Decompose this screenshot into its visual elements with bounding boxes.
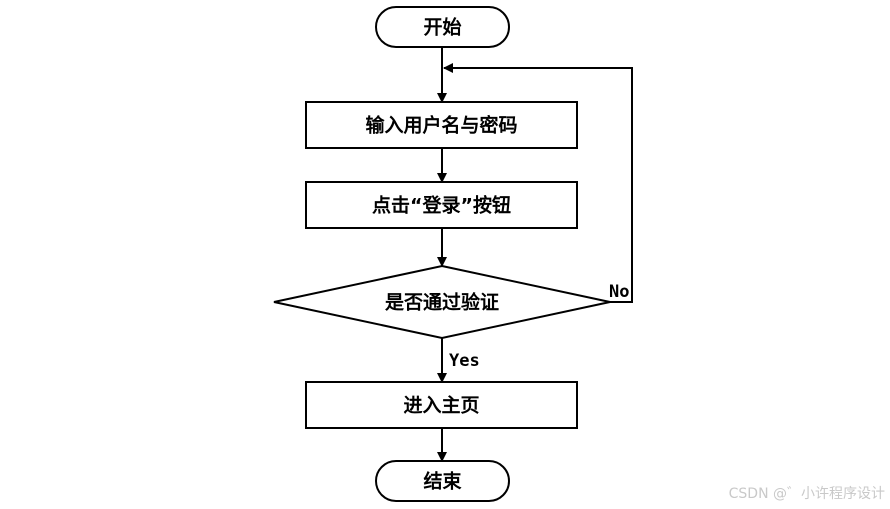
click-login-label: 点击“登录”按钮 [372, 194, 511, 217]
yes-edge-label: Yes [449, 351, 480, 371]
csdn-watermark: CSDN @゛小许程序设计 [728, 486, 885, 502]
end-label: 结束 [423, 470, 462, 493]
click-login-node: 点击“登录”按钮 [305, 181, 578, 229]
arrow-no-loop [443, 63, 633, 303]
no-edge-label: No [609, 282, 629, 302]
enter-home-node: 进入主页 [305, 381, 578, 429]
start-label: 开始 [423, 16, 461, 39]
verify-decision-label: 是否通过验证 [385, 291, 499, 314]
end-node: 结束 [375, 460, 510, 502]
start-node: 开始 [375, 6, 510, 48]
verify-decision-node: 是否通过验证 [273, 264, 611, 340]
input-credentials-node: 输入用户名与密码 [305, 101, 578, 149]
input-credentials-label: 输入用户名与密码 [365, 114, 517, 137]
enter-home-label: 进入主页 [403, 395, 479, 417]
